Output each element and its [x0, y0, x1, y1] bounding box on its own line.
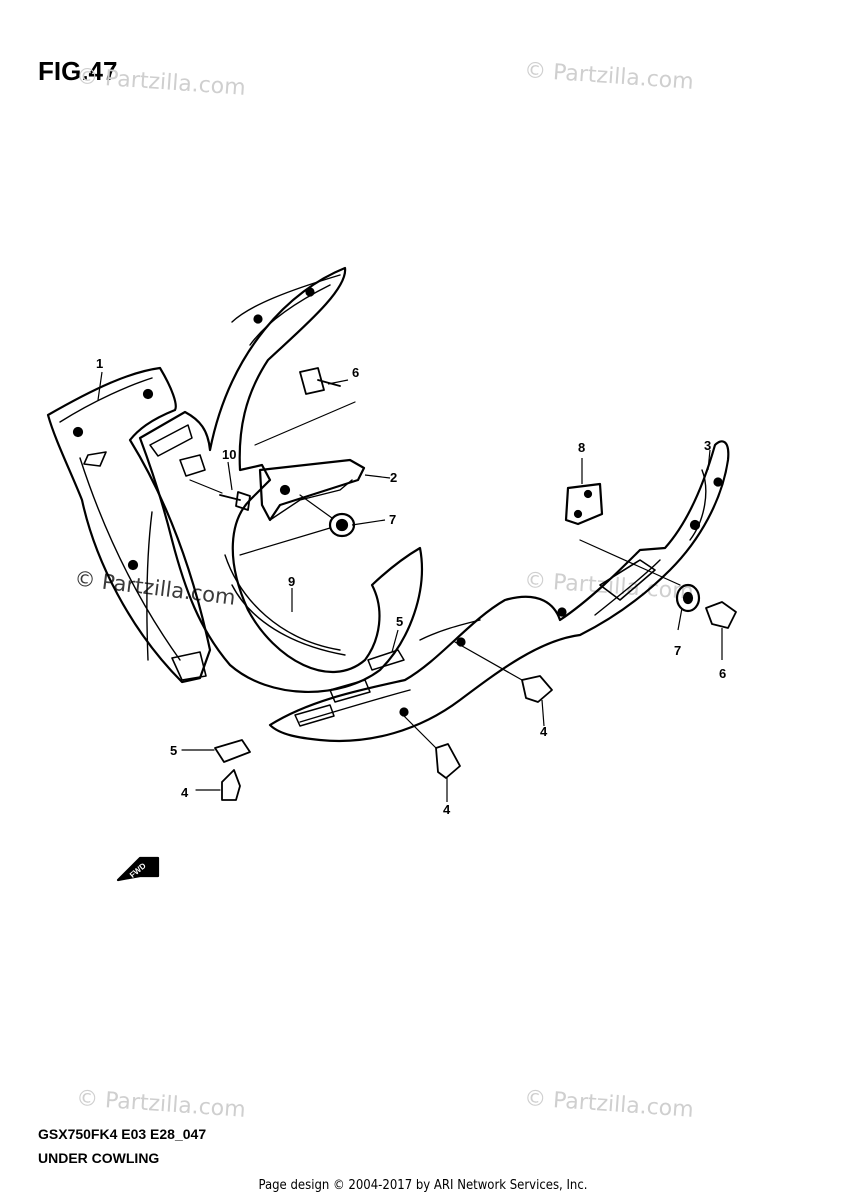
center-cowl — [138, 266, 423, 693]
callout-label: 5 — [170, 743, 177, 758]
center-cowl-inner — [149, 424, 193, 457]
bracket-8 — [564, 482, 604, 526]
leader-line — [454, 641, 523, 681]
center-cowl-bracket — [179, 454, 206, 477]
bolt-4-detached — [221, 769, 241, 801]
leader-line — [579, 539, 681, 586]
mount-hole — [72, 426, 84, 438]
cowl-slot — [329, 679, 371, 703]
leader-line — [299, 494, 333, 519]
mount-tab — [83, 451, 107, 467]
figure-title: FIG.47 — [38, 56, 118, 86]
bolt-6-right — [705, 601, 737, 629]
fwd-arrow-icon — [116, 856, 160, 882]
leader-line — [254, 401, 356, 446]
cowl-bracket — [258, 458, 366, 522]
section-name: UNDER COWLING — [38, 1150, 160, 1166]
mount-hole — [305, 287, 315, 297]
leader-line — [239, 527, 331, 556]
grommet-tab — [171, 651, 207, 681]
right-lower-cowl-edge — [689, 469, 707, 541]
cowl-bracket-flange — [269, 479, 353, 521]
cowl-slot — [294, 704, 335, 727]
left-side-cowl-inner-edge — [59, 377, 181, 661]
callout-label: 6 — [352, 365, 359, 380]
mount-hole — [127, 559, 139, 571]
mount-hole — [557, 607, 567, 617]
callout-label: 6 — [719, 666, 726, 681]
leader-line — [189, 479, 223, 494]
mount-hole — [142, 388, 154, 400]
lower-edge — [146, 511, 153, 661]
page-credit: Page design © 2004-2017 by ARI Network S… — [258, 1178, 588, 1193]
callout-label: 7 — [674, 643, 681, 658]
left-side-cowl — [46, 366, 212, 684]
bolt-6-upper — [299, 367, 341, 395]
screw-10 — [219, 491, 251, 511]
mount-hole — [399, 707, 409, 717]
grommet-7 — [675, 583, 701, 613]
callout-label: 2 — [390, 470, 397, 485]
cowl-slot — [367, 649, 405, 671]
mount-hole — [713, 477, 723, 487]
cowl-bracket-right — [599, 559, 656, 601]
callout-label: 7 — [389, 512, 396, 527]
bolt-4 — [521, 675, 553, 703]
mount-hole — [689, 519, 701, 531]
callout-label: 4 — [540, 724, 548, 739]
bolt-4 — [435, 743, 461, 779]
clip-nut-5 — [214, 739, 251, 763]
callout-label: 5 — [396, 614, 403, 629]
callout-label: 3 — [704, 438, 711, 453]
mount-hole — [279, 484, 291, 496]
right-lower-cowl — [268, 440, 730, 743]
callout-label: 8 — [578, 440, 585, 455]
callout-label: 1 — [96, 356, 103, 371]
model-code: GSX750FK4 E03 E28_047 — [38, 1126, 207, 1142]
center-cowl-rib — [231, 274, 341, 346]
mount-hole — [253, 314, 263, 324]
callout-label: 4 — [443, 802, 451, 817]
callout-label: 4 — [181, 785, 189, 800]
center-cowl-curve — [224, 554, 346, 656]
right-lower-cowl-inner — [299, 559, 661, 723]
callout-label: 9 — [288, 574, 295, 589]
callout-label: 10 — [222, 447, 236, 462]
leader-line — [399, 711, 437, 749]
